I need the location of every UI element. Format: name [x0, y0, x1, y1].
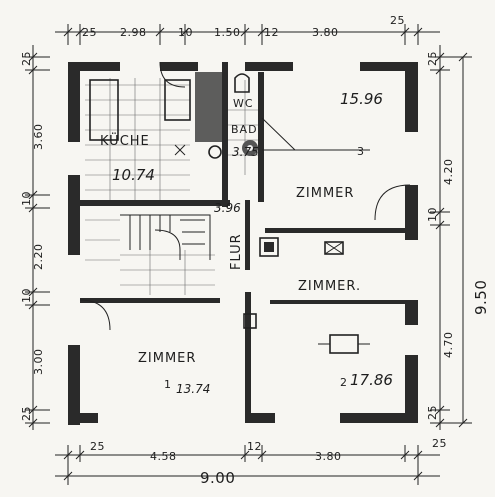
room-bad-area: 3.75 [232, 145, 259, 159]
stand [243, 313, 257, 329]
dim-top-6: 3.80 [312, 26, 339, 39]
door-swing [159, 61, 186, 88]
dim-bottom-4: 3.80 [315, 450, 342, 463]
room-zimmer-left-area: 13.74 [176, 382, 210, 396]
dim-top-1: 25 [82, 26, 97, 39]
room-zimmer-mid-marker: 3 [357, 145, 365, 158]
dim-bottom-3: 12 [247, 440, 262, 453]
tiled-floor-hatching [85, 78, 262, 295]
dim-right-5: 25 [426, 405, 439, 420]
dim-top-3: 10 [178, 26, 193, 39]
dim-left-1: 25 [20, 51, 33, 66]
staircase [120, 214, 211, 260]
room-zimmer-mid-area: 15.96 [340, 90, 383, 108]
dim-right-4: 4.70 [442, 332, 455, 359]
room-zimmer-mid-name: ZIMMER. [298, 279, 361, 294]
room-kueche-name: KÜCHE [100, 132, 150, 149]
kitchen-counter [89, 79, 119, 141]
dim-right-1: 25 [426, 51, 439, 66]
room-flur-area: 3.96 [214, 201, 241, 215]
dim-left-4: 2.20 [32, 244, 45, 271]
dim-bottom-2: 4.58 [150, 450, 177, 463]
room-zimmer-right-marker: 2 [340, 376, 348, 389]
dim-left-7: 25 [20, 406, 33, 421]
room-zimmer-right-area: 17.86 [350, 371, 393, 389]
dim-left-3: 10 [20, 191, 33, 206]
dimension-labels: 25 2.98 10 1.50 12 3.80 25 25 4.58 12 3.… [20, 14, 490, 487]
stove [164, 79, 191, 121]
dim-right-3: 10 [426, 207, 439, 222]
walls [68, 62, 418, 425]
radiator [324, 241, 344, 255]
dim-left-2: 3.60 [32, 124, 45, 151]
room-labels: KÜCHE 10.74 WC BAD 3.75 3.96 FLUR ZIMMER… [100, 90, 393, 396]
dim-left-6: 3.00 [32, 349, 45, 376]
door-swing [79, 299, 111, 331]
room-wc-name: WC [233, 97, 254, 110]
dim-top-5: 12 [264, 26, 279, 39]
table [329, 334, 359, 354]
toilet-icon [234, 73, 250, 93]
room-zimmer-left-marker: 1 [164, 378, 172, 391]
chimney [259, 237, 279, 257]
room-zimmer-top-name: ZIMMER [296, 186, 354, 201]
room-kueche-area: 10.74 [112, 166, 155, 184]
room-flur-name: FLUR [229, 233, 244, 270]
room-zimmer-left-name: ZIMMER [138, 351, 196, 366]
fixtures [79, 61, 411, 354]
dim-bottom-5: 25 [432, 437, 447, 450]
dim-top-4: 1.50 [214, 26, 241, 39]
dim-total-depth: 9.50 [472, 280, 490, 315]
dim-right-2: 4.20 [442, 159, 455, 186]
kitchen-sink-icon [208, 145, 222, 159]
dim-left-5: 10 [20, 288, 33, 303]
door-swing [374, 184, 411, 221]
dimension-lines [25, 24, 472, 485]
room-bad-name: BAD [231, 123, 258, 136]
dim-total-width: 9.00 [200, 469, 235, 487]
dim-top-2: 2.98 [120, 26, 147, 39]
dim-bottom-1: 25 [90, 440, 105, 453]
dim-top-7: 25 [390, 14, 405, 27]
